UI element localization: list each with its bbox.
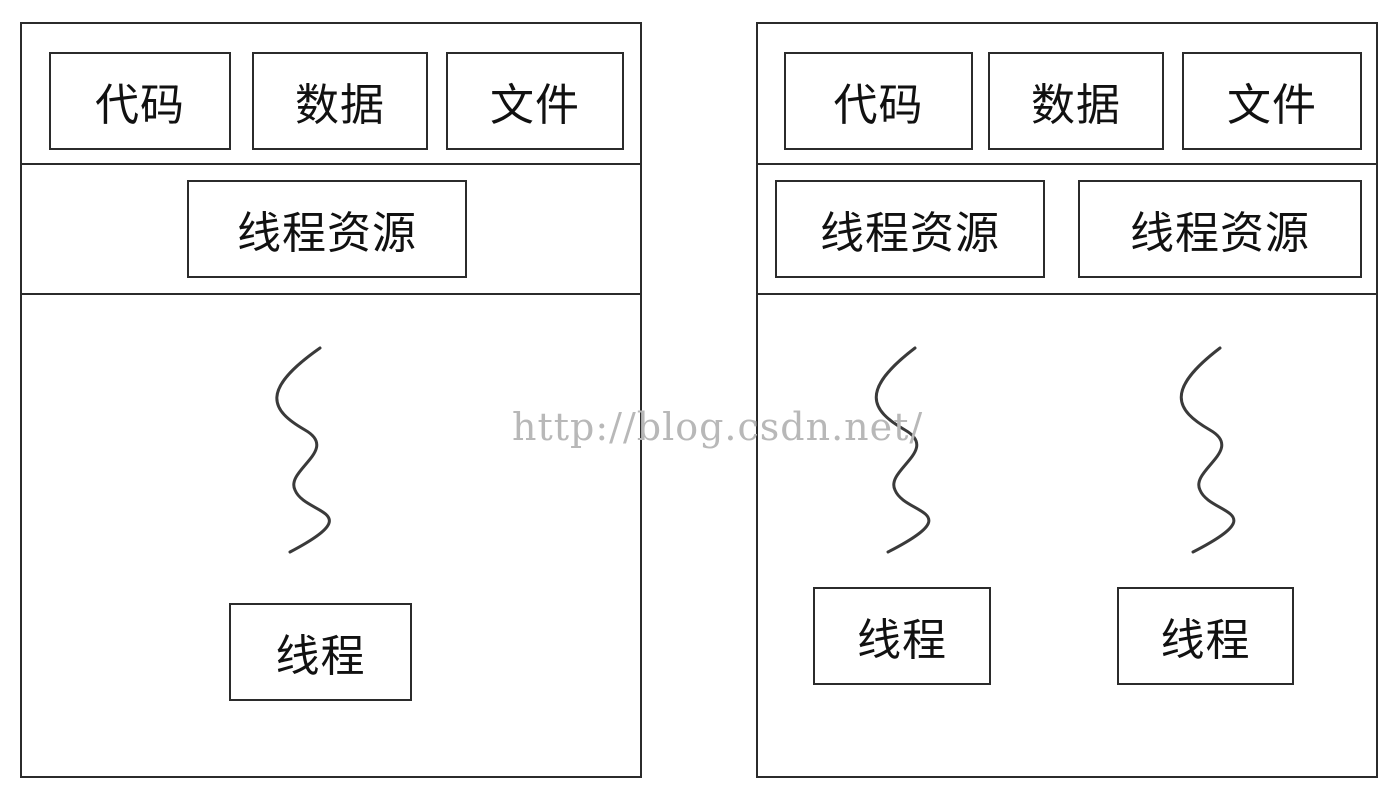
right-thread-squiggle-1 — [874, 346, 931, 554]
left-code-box: 代码 — [49, 52, 231, 150]
right-thread-resource-box-1: 线程资源 — [775, 180, 1045, 278]
left-divider-top — [20, 163, 642, 165]
left-thread-resource-box: 线程资源 — [187, 180, 467, 278]
right-divider-bottom — [756, 293, 1378, 295]
right-thread-box-2: 线程 — [1117, 587, 1294, 685]
right-thread-squiggle-2 — [1179, 346, 1236, 554]
right-thread-box-1: 线程 — [813, 587, 991, 685]
watermark-text: http://blog.csdn.net/ — [512, 405, 924, 449]
right-code-box: 代码 — [784, 52, 973, 150]
left-data-box: 数据 — [252, 52, 428, 150]
left-thread-box: 线程 — [229, 603, 412, 701]
right-data-box: 数据 — [988, 52, 1164, 150]
right-thread-resource-box-2: 线程资源 — [1078, 180, 1362, 278]
right-file-box: 文件 — [1182, 52, 1362, 150]
left-thread-squiggle — [275, 346, 331, 554]
left-file-box: 文件 — [446, 52, 624, 150]
right-divider-top — [756, 163, 1378, 165]
left-divider-bottom — [20, 293, 642, 295]
